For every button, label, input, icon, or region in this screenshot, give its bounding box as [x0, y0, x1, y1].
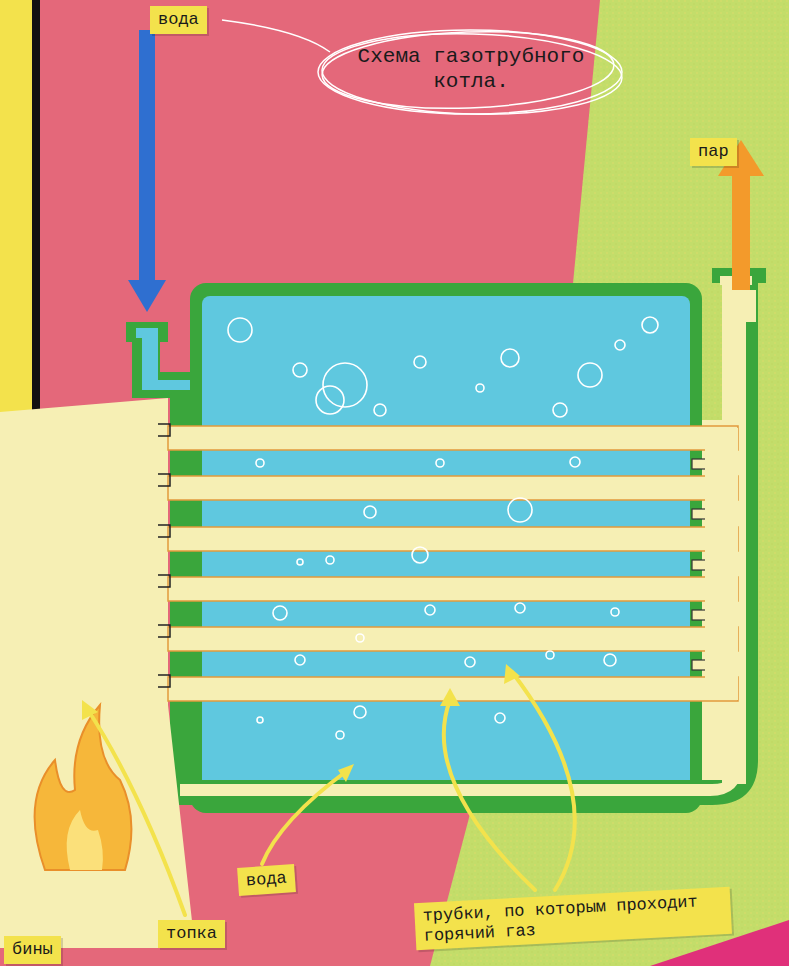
bubbles: [228, 317, 658, 739]
diagram-title: Схема газотрубного котла.: [340, 44, 602, 94]
flame: [35, 705, 132, 870]
inlet-pipe: [126, 322, 200, 398]
furnace: [0, 398, 195, 948]
water-arrow: [139, 30, 155, 285]
fire-tubes: [158, 424, 738, 701]
callout-label: бины: [4, 936, 61, 964]
callout-label: пар: [690, 138, 737, 166]
callout-label: вода: [237, 864, 296, 895]
arrowheads: [82, 664, 520, 782]
callout-label: вода: [150, 6, 207, 34]
callout-arrows: [88, 672, 575, 915]
callout-label: топка: [158, 920, 225, 948]
title-scribble: [222, 20, 623, 118]
